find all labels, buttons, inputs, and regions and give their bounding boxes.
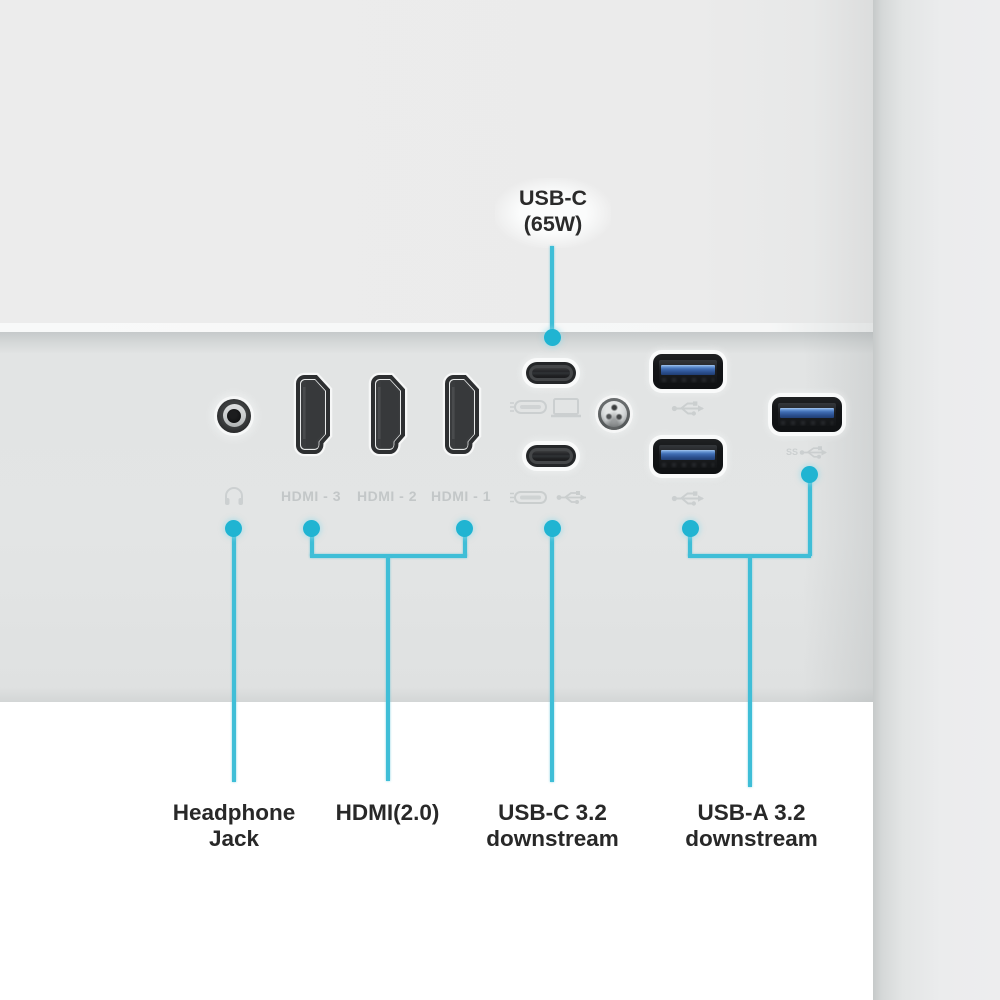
svg-text:SS: SS	[786, 447, 798, 457]
